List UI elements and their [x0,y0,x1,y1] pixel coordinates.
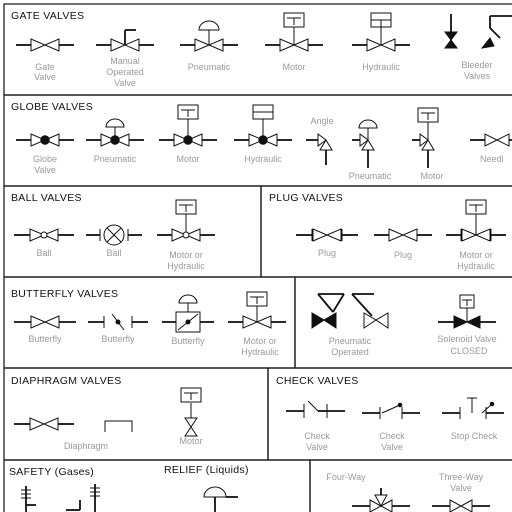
plug-valves-title: PLUG VALVES [269,192,343,204]
solenoid-valve-label: Solenoid Valve [437,334,496,344]
safety-valve-symbol [21,484,100,512]
globe-label: Globe [33,154,57,164]
bleeder-label: Bleeder [461,60,492,70]
ball-circle-label: Ball [106,248,121,258]
gate-valve-label: Valve [34,72,56,82]
pneumatic-gate-valve-symbol [180,20,238,52]
butterfly-alt-label: Butterfly [101,334,135,344]
gate-hydraulic-label: Hydraulic [362,62,400,72]
ball-hydraulic-label: Hydraulic [167,261,205,271]
motor-globe-valve-symbol [159,104,217,147]
butterfly-motor-or-label: Motor or [243,336,277,346]
plug-hydraulic-label: Hydraulic [457,261,495,271]
motor-gate-valve-symbol [265,12,323,52]
gate-valve-symbol [16,38,74,52]
ball-valve-circle-symbol [86,224,142,246]
gate-label: Gate [35,62,55,72]
stop-check-valve-symbol [442,397,504,419]
three-way-valve-symbol [432,499,490,512]
motor-diaphragm-valve-symbol [180,387,202,437]
hydraulic-gate-valve-symbol [352,12,410,52]
angle-motor-label: Motor [420,171,443,181]
pneumatic-operated-valve-symbol [311,293,389,329]
solenoid-valve-closed-symbol [438,294,496,329]
ball-label: Ball [36,248,51,258]
butterfly-valves-title: BUTTERFLY VALVES [11,288,118,300]
pneumatic-operated-label-2: Operated [331,347,369,357]
globe-valve-symbol [16,133,74,147]
pneumatic-angle-valve-symbol [352,119,378,168]
globe-motor-label: Motor [176,154,199,164]
three-way-label: Three-Way [439,472,484,482]
check-alt-valve-label: Valve [381,442,403,452]
check-valve-symbol [286,400,345,418]
motor-plug-valve-symbol [446,199,506,242]
safety-gases-title: SAFETY (Gases) [9,466,94,478]
manual-valve-label: Valve [114,78,136,88]
check-label: Check [304,431,330,441]
diaphragm-bonnet-symbol [104,420,133,432]
hydraulic-globe-valve-symbol [234,104,292,147]
globe-hydraulic-label: Hydraulic [244,154,282,164]
relief-liquids-title: RELIEF (Liquids) [164,464,249,476]
butterfly-pneumatic-label: Butterfly [171,336,205,346]
diaphragm-valves-title: DIAPHRAGM VALVES [11,375,122,387]
butterfly-label: Butterfly [28,334,62,344]
plug-valve-symbol [296,228,358,242]
plug-valve-alt-symbol [374,228,432,242]
plug-label: Plug [318,248,336,258]
check-valve-alt-symbol [362,402,420,419]
pneumatic-globe-valve-symbol [86,118,144,147]
angle-pneumatic-label: Pneumatic [349,171,392,181]
butterfly-hydraulic-label: Hydraulic [241,347,279,357]
gate-valves-title: GATE VALVES [11,10,84,22]
plug-alt-label: Plug [394,250,412,260]
plug-motor-or-label: Motor or [459,250,493,260]
check-alt-label: Check [379,431,405,441]
gate-motor-label: Motor [282,62,305,72]
bleeder-valve-symbols [444,14,512,49]
manual-operated-gate-valve-symbol [96,29,154,52]
pneumatic-butterfly-valve-symbol [162,294,214,333]
panel-frames [3,3,512,512]
motor-ball-valve-symbol [157,199,215,242]
needle-valve-symbol [470,133,512,147]
motor-butterfly-valve-symbol [228,291,286,329]
diaphragm-valve-symbol [14,417,74,431]
multiway-panel [309,459,512,512]
operated-label: Operated [106,67,144,77]
relief-valve-symbol [203,486,238,512]
globe-pneumatic-label: Pneumatic [94,154,137,164]
pneumatic-operated-label-1: Pneumatic [329,336,372,346]
angle-label: Angle [310,116,333,126]
angle-globe-valve-symbol [306,133,333,165]
stop-check-label: Stop Check [451,431,498,441]
three-way-valve-label: Valve [450,483,472,493]
butterfly-valve-alt-symbol [88,313,148,331]
diaphragm-label: Diaphragm [64,441,108,451]
globe-valves-title: GLOBE VALVES [11,101,93,113]
globe-valve-label: Valve [34,165,56,175]
solenoid-closed-label: CLOSED [450,346,488,356]
four-way-label: Four-Way [326,472,366,482]
four-way-valve-symbol [352,488,410,512]
bleeder-valves-label: Valves [464,71,491,81]
ball-valve-symbol [14,228,74,242]
manual-label: Manual [110,56,140,66]
ball-motor-or-label: Motor or [169,250,203,260]
check-valves-title: CHECK VALVES [276,375,359,387]
diaphragm-motor-label: Motor [179,436,202,446]
ball-valves-title: BALL VALVES [11,192,82,204]
butterfly-valve-symbol [14,315,76,329]
needle-label: Needl [480,154,504,164]
motor-angle-valve-symbol [412,107,439,168]
gate-pneumatic-label: Pneumatic [188,62,231,72]
check-valve-label: Valve [306,442,328,452]
